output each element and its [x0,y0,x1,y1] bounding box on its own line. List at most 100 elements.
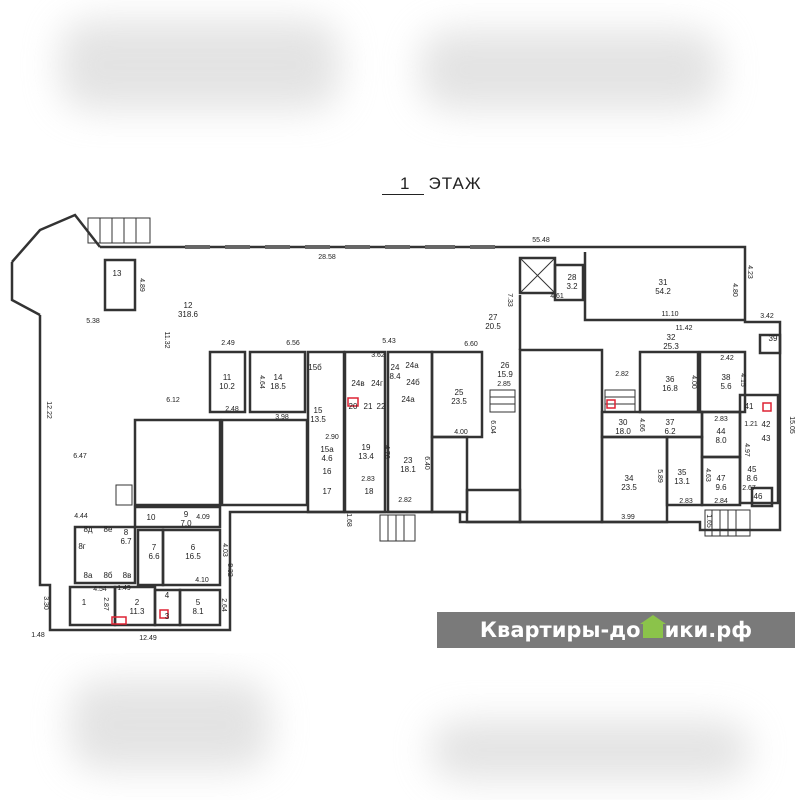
dimension-label: 1.65 [705,514,712,528]
room-number: 24а [405,361,419,370]
dimension-label: 2.84 [714,498,728,505]
dimension-label: 12.22 [45,401,52,419]
dimension-label: 11.32 [163,332,170,349]
room-area: 5.6 [720,382,732,391]
dimension-label: 4.66 [638,418,645,432]
room-number: 8д [83,525,92,534]
dimension-label: 4.03 [221,543,228,557]
room-number: 19 [362,443,371,452]
dimension-label: 4.80 [731,283,738,297]
room-number: 44 [717,427,726,436]
room-area: 6.2 [664,427,676,436]
room-number: 16 [323,467,332,476]
room-area: 13.1 [674,477,690,486]
room-area: 16.8 [662,384,678,393]
room-number: 8в [123,571,132,580]
room-number: 8б [103,571,112,580]
room-number: 42 [762,420,771,429]
room-area: 18.0 [615,427,631,436]
dimension-label: 4.23 [746,265,753,279]
dimension-label: 28.58 [318,254,336,261]
room-area: 16.5 [185,552,201,561]
dimension-label: 3.42 [760,313,774,320]
room-number: 15 [314,406,323,415]
room-area: 18.1 [400,465,416,474]
dimension-label: 4.54 [93,586,107,593]
room-number: 8е [104,525,113,534]
dimension-label: 55.48 [532,237,550,244]
dimension-label: 5.43 [382,338,396,345]
blurred-background [60,20,340,110]
dimension-label: 6.12 [166,397,180,404]
room-area: 11.3 [130,607,146,616]
room-area: 3.2 [566,282,578,291]
dimension-label: 4.61 [550,293,564,300]
room-number: 24г [371,379,383,388]
room-number: 3 [165,612,170,621]
room-area: 13.4 [358,452,374,461]
room-area: 318.6 [178,310,199,319]
room-number: 18 [365,487,374,496]
dimension-label: 6.04 [489,420,496,434]
room-number: 1 [82,598,87,607]
floor-label: ЭТАЖ [428,174,482,193]
dimension-label: 2.82 [398,497,412,504]
dimension-label: 1.21 [744,421,758,428]
room-number: 12 [184,301,193,310]
dimension-label: 6.40 [423,456,430,470]
room-number: 22 [377,402,386,411]
dimension-label: 4.44 [74,513,88,520]
dimension-label: 2.83 [361,476,375,483]
house-icon [639,615,666,638]
dimension-label: 4.00 [454,429,468,436]
watermark-text-left: Квартиры-до [479,618,641,642]
room-area: 25.3 [663,342,679,351]
room-number: 24а [401,395,415,404]
dimension-label: 2.83 [714,416,728,423]
room-number: 24 [391,363,400,372]
room-number: 39 [769,334,778,343]
dimension-label: 2.82 [615,371,629,378]
room-number: 32 [667,333,676,342]
dimension-label: 4.00 [690,375,697,389]
room-area: 8.0 [715,436,727,445]
dimension-label: 1.48 [31,632,45,639]
room-area: 13.5 [310,415,326,424]
room-number: 25 [455,388,464,397]
dimension-label: 3.62 [371,352,385,359]
dimension-label: 2.83 [679,498,693,505]
room-number: 11 [223,373,232,382]
room-number: 8а [84,571,93,580]
room-area: 20.5 [485,322,501,331]
dimension-label: 8.32 [226,563,233,577]
floor-number: 1 [382,174,425,195]
dimension-label: 12.49 [139,635,157,642]
dimension-label: 6.56 [286,340,300,347]
blurred-background [70,680,270,770]
room-number: 7 [152,543,157,552]
room-area: 9.6 [715,483,727,492]
room-number: 30 [619,418,628,427]
room-number: 20 [349,402,358,411]
room-number: 27 [489,313,498,322]
room-number: 47 [717,474,726,483]
room-number: 35 [678,468,687,477]
dimension-label: 6.47 [73,453,87,460]
dimension-label: 4.89 [138,278,145,292]
room-area: 23.5 [451,397,467,406]
dimension-label: 4.63 [704,468,711,482]
room-number: 38 [722,373,731,382]
dimension-label: 11.42 [676,325,693,332]
dimension-label: 3.99 [621,514,635,521]
room-area: 54.2 [655,287,671,296]
room-number: 31 [659,278,668,287]
dimension-label: 15.05 [788,416,795,434]
room-number: 34 [625,474,634,483]
blurred-background [430,720,750,780]
dimension-label: 6.60 [464,341,478,348]
dimension-label: 7.33 [506,293,513,307]
dimension-label: 5.89 [656,469,663,483]
room-number: 15б [308,363,322,372]
room-area: 8.6 [746,474,758,483]
